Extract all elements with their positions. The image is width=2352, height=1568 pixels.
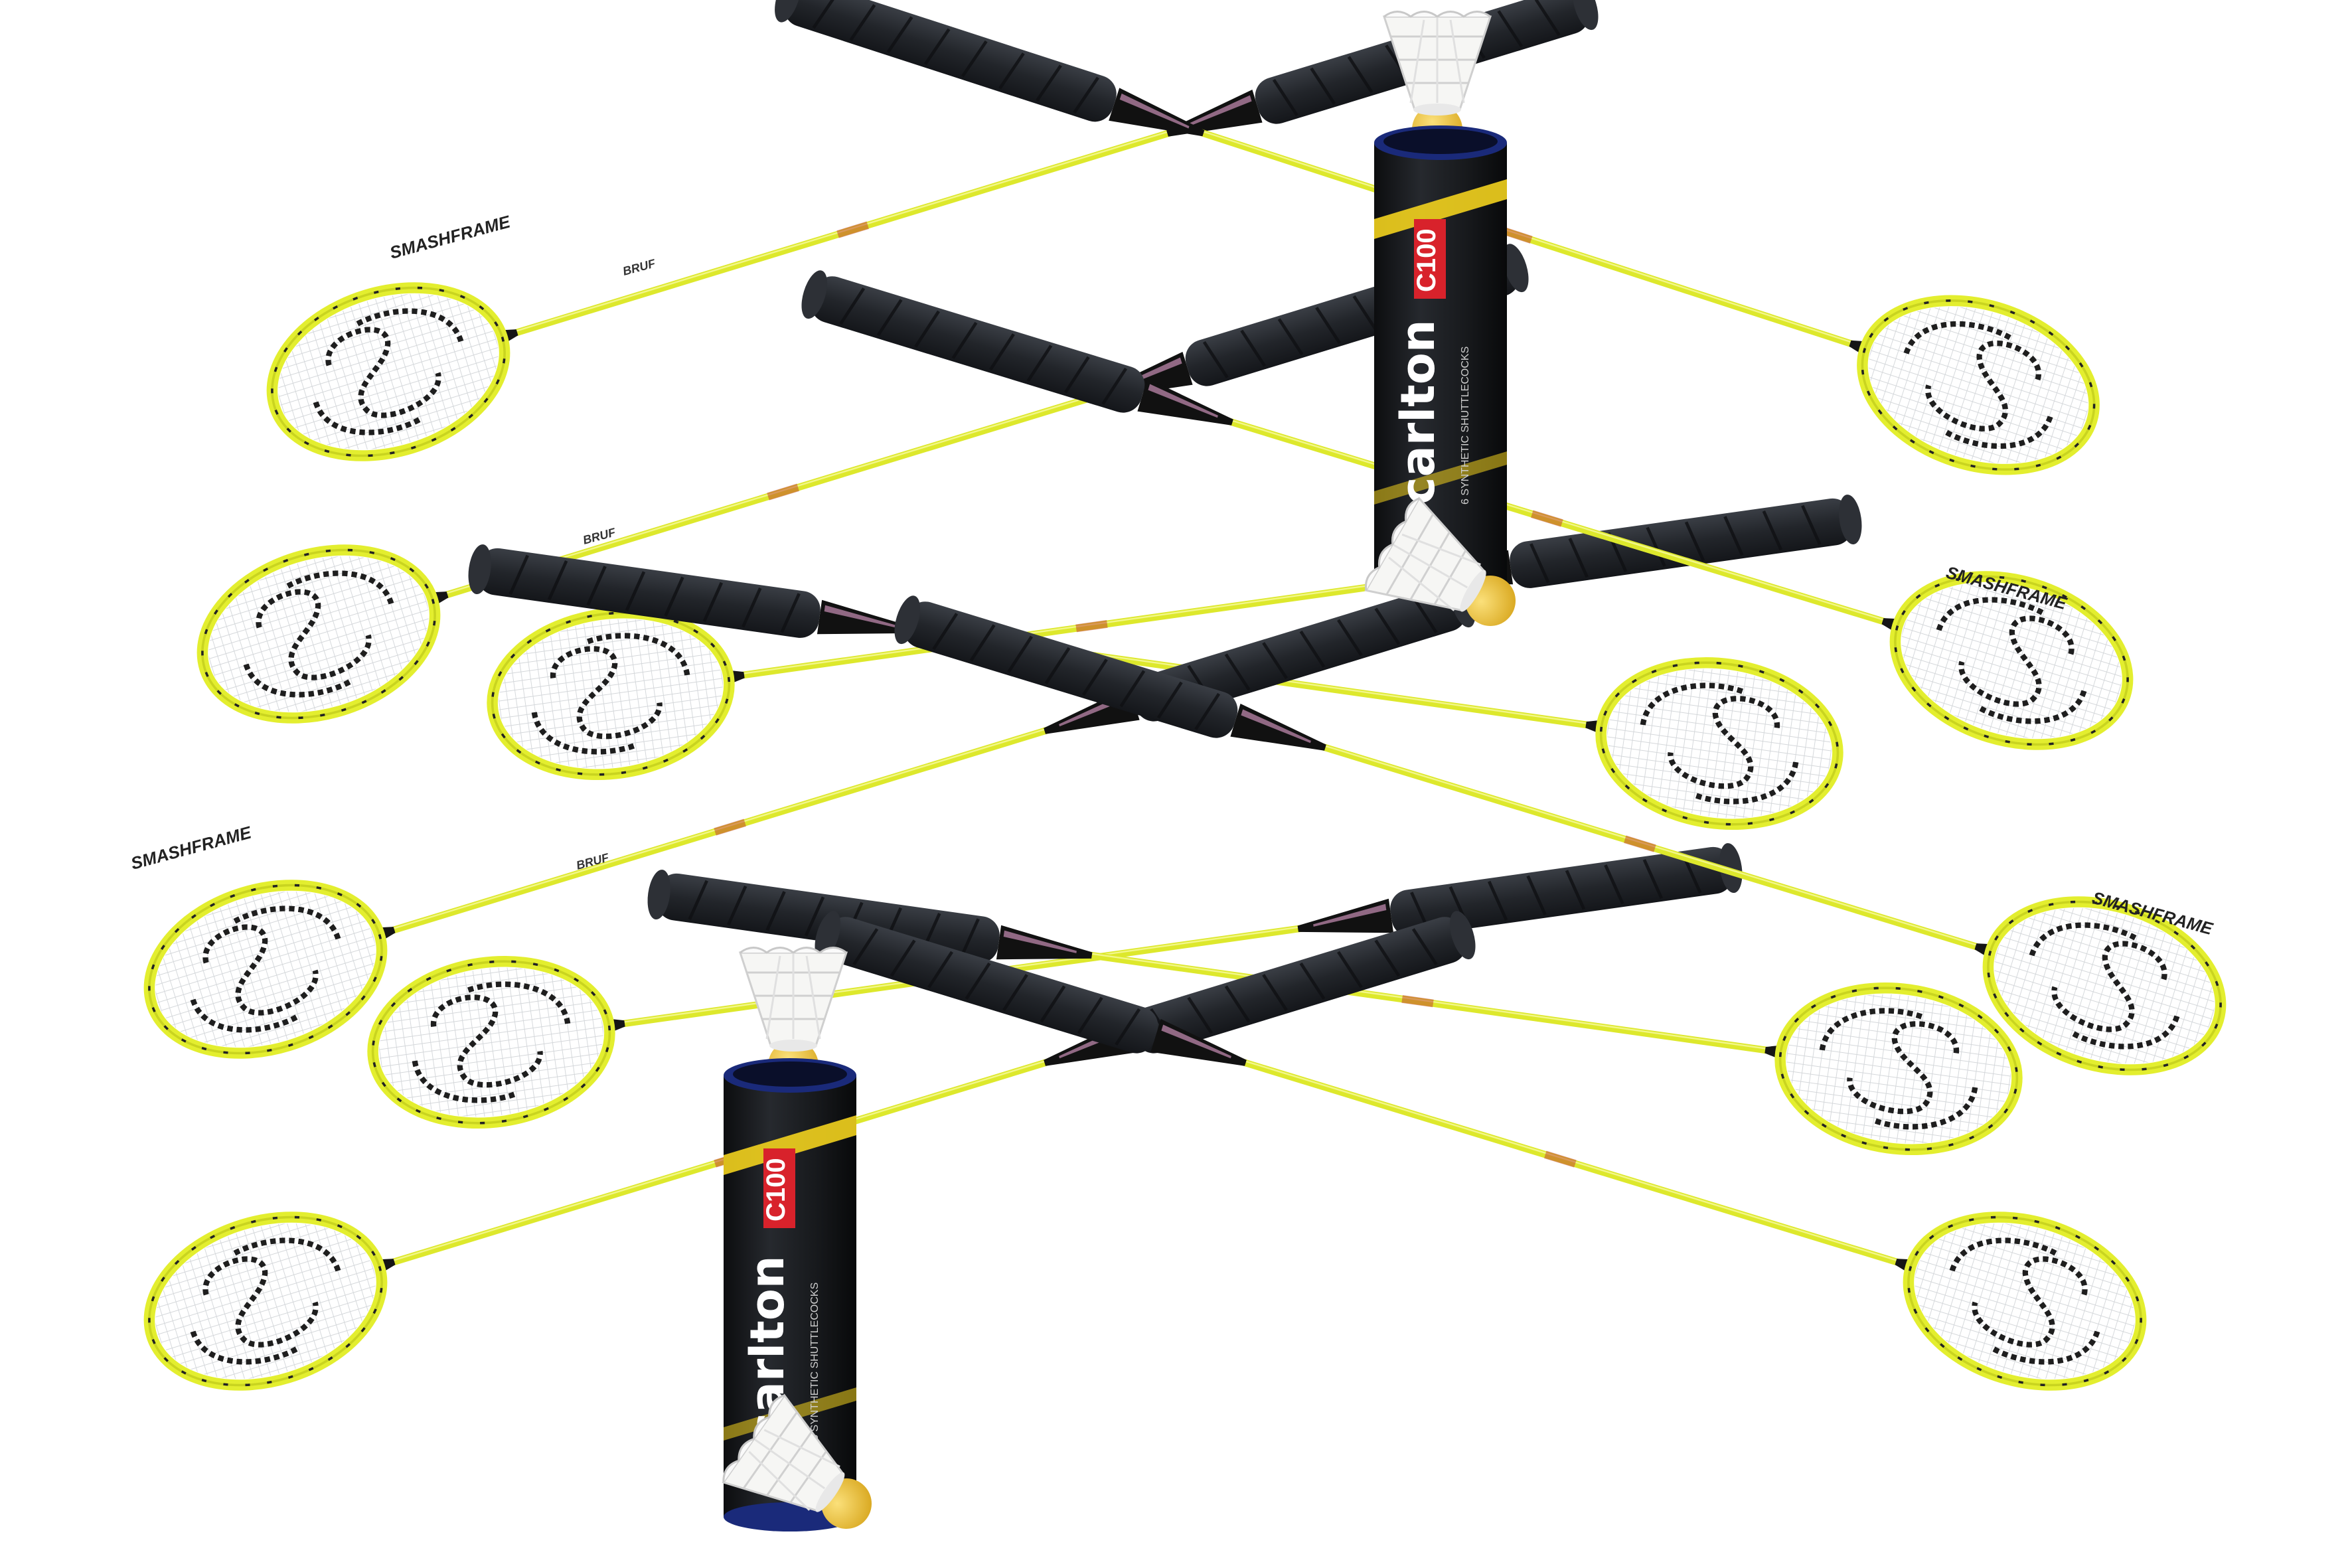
frame-print-3: SMASHFRAME xyxy=(129,822,254,873)
tube-upper-brand: carlton xyxy=(1391,319,1445,505)
shuttlecock-tube-upper: C100 carlton 6 SYNTHETIC SHUTTLECOCKS xyxy=(1374,11,1507,599)
tube-lower-subtitle: 6 SYNTHETIC SHUTTLECOCKS xyxy=(809,1283,821,1441)
shaft-print-1: BRUF xyxy=(621,256,657,278)
tube-upper-subtitle: 6 SYNTHETIC SHUTTLECOCKS xyxy=(1460,347,1471,505)
tube-lower-model: C100 xyxy=(761,1158,791,1221)
frame-print-1: SMASHFRAME xyxy=(388,211,512,262)
racket-row3-left-b xyxy=(362,787,1753,1138)
tube-upper-model: C100 xyxy=(1412,228,1441,292)
